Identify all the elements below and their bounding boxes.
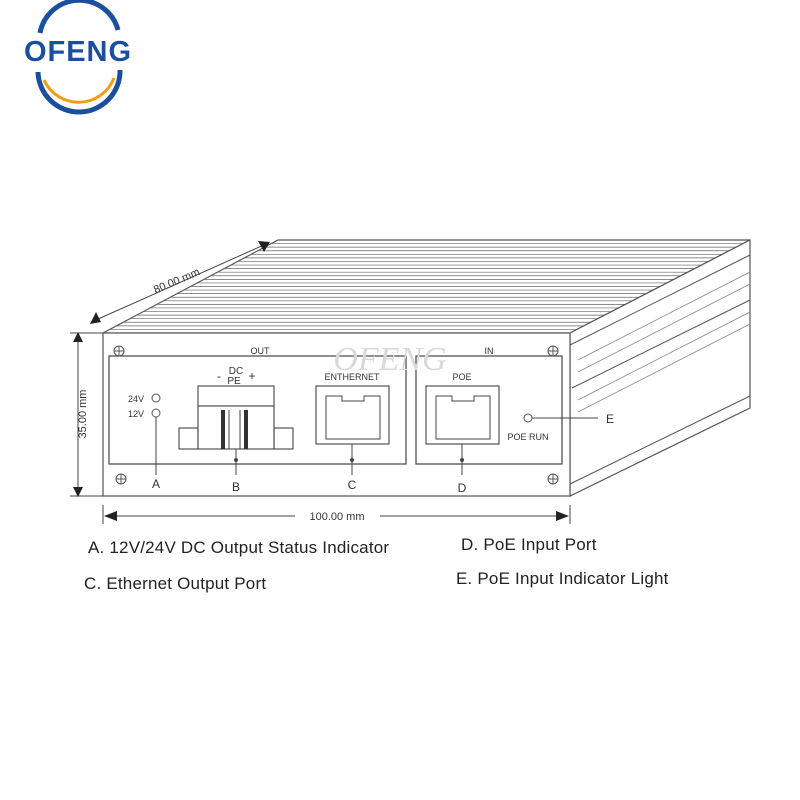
poe-port <box>425 385 500 445</box>
24v-led-icon <box>151 393 161 403</box>
poe-run-led-icon <box>523 413 533 423</box>
minus-sign: - <box>217 369 221 383</box>
watermark: OFENG <box>333 341 446 378</box>
callout-dots <box>234 458 464 462</box>
logo-arc-bottom <box>35 69 123 115</box>
in-section <box>415 355 563 465</box>
brand-logo: OFENG <box>24 0 132 115</box>
screw-icon <box>547 473 559 485</box>
legend-a: A. 12V/24V DC Output Status Indicator <box>88 538 390 557</box>
marker-b: B <box>232 480 240 494</box>
height-dimension: 35.00 mm <box>70 332 103 497</box>
out-section <box>108 355 407 465</box>
in-label: IN <box>485 346 494 356</box>
ethernet-label: ENTHERNET <box>324 372 380 382</box>
legend-e: E. PoE Input Indicator Light <box>456 569 669 588</box>
screw-icon <box>113 345 125 357</box>
legend-c: C. Ethernet Output Port <box>84 574 267 593</box>
logo-arc-top <box>37 0 121 34</box>
poe-run-label: POE RUN <box>507 432 548 442</box>
width-dimension: 100.00 mm <box>102 505 571 524</box>
screw-icon <box>115 473 127 485</box>
12v-led-icon <box>151 408 161 418</box>
height-label: 35.00 mm <box>77 390 89 439</box>
screw-icon <box>547 345 559 357</box>
ethernet-port <box>315 385 390 445</box>
marker-d: D <box>458 481 467 495</box>
front-panel: OUT IN OFENG 24V 12V DC PE - + ENTHERNET <box>102 332 571 497</box>
logo-arc-orange <box>42 77 116 104</box>
width-label: 100.00 mm <box>309 511 364 523</box>
plus-sign: + <box>248 369 255 383</box>
box-top-surface <box>102 239 751 334</box>
marker-c: C <box>348 478 357 492</box>
poe-label: POE <box>452 372 471 382</box>
dc-label: DC <box>229 366 243 377</box>
24v-label: 24V <box>128 394 144 404</box>
marker-e: E <box>606 412 614 426</box>
12v-label: 12V <box>128 409 144 419</box>
marker-a: A <box>152 477 160 491</box>
brand-name: OFENG <box>24 36 132 68</box>
legend-d: D. PoE Input Port <box>461 535 597 554</box>
pe-label: PE <box>227 376 241 387</box>
out-label: OUT <box>251 346 271 356</box>
